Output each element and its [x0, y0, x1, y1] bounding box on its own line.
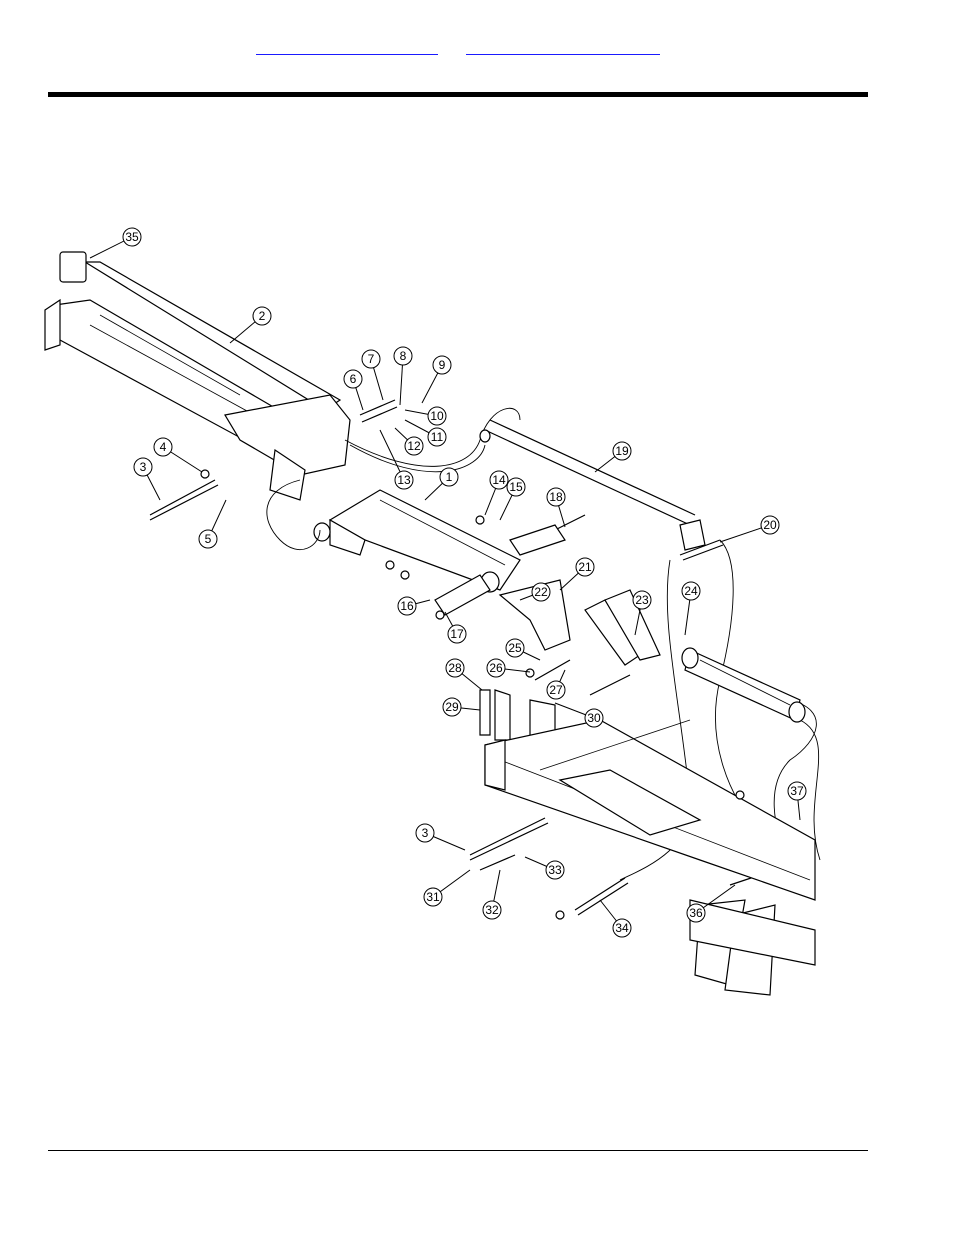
callout-number: 18: [549, 490, 563, 504]
callout-number: 3: [140, 460, 147, 474]
callout-number: 9: [439, 358, 446, 372]
callout-number: 23: [635, 593, 649, 607]
callout-circle: [482, 900, 502, 920]
callout-circle: [427, 406, 447, 426]
callout-circle: [546, 680, 566, 700]
callout-number: 36: [689, 906, 703, 920]
footer-rule: [48, 1150, 868, 1151]
hardware: [200, 469, 745, 920]
header-link-right[interactable]: [466, 38, 660, 55]
callout-circle: [394, 470, 414, 490]
callout-number: 37: [790, 784, 804, 798]
hydraulic-cylinder: [681, 647, 806, 723]
callout-circle: [415, 823, 435, 843]
callout-number: 5: [205, 532, 212, 546]
callout-circle: [427, 427, 447, 447]
hitch-arm: [313, 489, 521, 593]
callout-circle: [612, 441, 632, 461]
callout-number: 4: [160, 440, 167, 454]
callout-circle: [432, 355, 452, 375]
callout-circle: [133, 457, 153, 477]
callout-circle: [439, 467, 459, 487]
callout-number: 27: [549, 683, 563, 697]
callout-circle: [153, 437, 173, 457]
callout-circle: [760, 515, 780, 535]
callout-number: 31: [426, 890, 440, 904]
callout-circle: [486, 658, 506, 678]
callout-circle: [397, 596, 417, 616]
callout-circle: [393, 346, 413, 366]
toolbar-frame: [44, 251, 351, 501]
header-link-left[interactable]: [256, 38, 438, 55]
callout-circle: [442, 697, 462, 717]
callout-number: 12: [407, 439, 421, 453]
callout-number: 22: [534, 585, 548, 599]
callout-number: 34: [615, 921, 629, 935]
callout-circle: [505, 638, 525, 658]
callout-circle: [681, 581, 701, 601]
callout-number: 2: [259, 309, 266, 323]
callout-number: 29: [445, 700, 459, 714]
callout-number: 25: [508, 641, 522, 655]
callout-circle: [122, 227, 142, 247]
callout-number: 28: [448, 661, 462, 675]
pins: [149, 399, 761, 916]
callout-number: 16: [400, 599, 414, 613]
callout-circle: [445, 658, 465, 678]
callout-circle: [343, 369, 363, 389]
header-rule: [48, 92, 868, 97]
callout-number: 7: [368, 352, 375, 366]
callout-number: 19: [615, 444, 629, 458]
callout-number: 1: [446, 470, 453, 484]
rear-frame: [484, 719, 816, 996]
callout-number: 8: [400, 349, 407, 363]
callout-circle: [612, 918, 632, 938]
callout-circle: [252, 306, 272, 326]
callout-number: 32: [485, 903, 499, 917]
callout-circle: [686, 903, 706, 923]
callout-circle: [584, 708, 604, 728]
callout-circle: [575, 557, 595, 577]
callout-number: 20: [763, 518, 777, 532]
shaft: [479, 419, 706, 551]
callout-circle: [545, 860, 565, 880]
callout-number: 6: [350, 372, 357, 386]
callout-number: 35: [125, 230, 139, 244]
link-plates: [434, 524, 661, 766]
callout-number: 13: [397, 473, 411, 487]
callout-number: 15: [509, 480, 523, 494]
callout-circle: [546, 487, 566, 507]
callout-number: 30: [587, 711, 601, 725]
callout-number: 14: [492, 473, 506, 487]
callout-circle: [489, 470, 509, 490]
callout-number: 11: [431, 430, 444, 444]
callout-circle: [404, 436, 424, 456]
callout-circle: [447, 624, 467, 644]
callout-number: 17: [450, 627, 464, 641]
callout-number: 21: [578, 560, 592, 574]
callout-circle: [198, 529, 218, 549]
callout-circle: [787, 781, 807, 801]
callout-circle: [423, 887, 443, 907]
callout-number: 33: [548, 863, 562, 877]
callout-circle: [632, 590, 652, 610]
callout-number: 26: [489, 661, 503, 675]
callout-number: 10: [430, 409, 444, 423]
callout-number: 24: [684, 584, 698, 598]
callout-circle: [506, 477, 526, 497]
callout-circle: [361, 349, 381, 369]
callout-number: 3: [422, 826, 429, 840]
callout-circle: [531, 582, 551, 602]
